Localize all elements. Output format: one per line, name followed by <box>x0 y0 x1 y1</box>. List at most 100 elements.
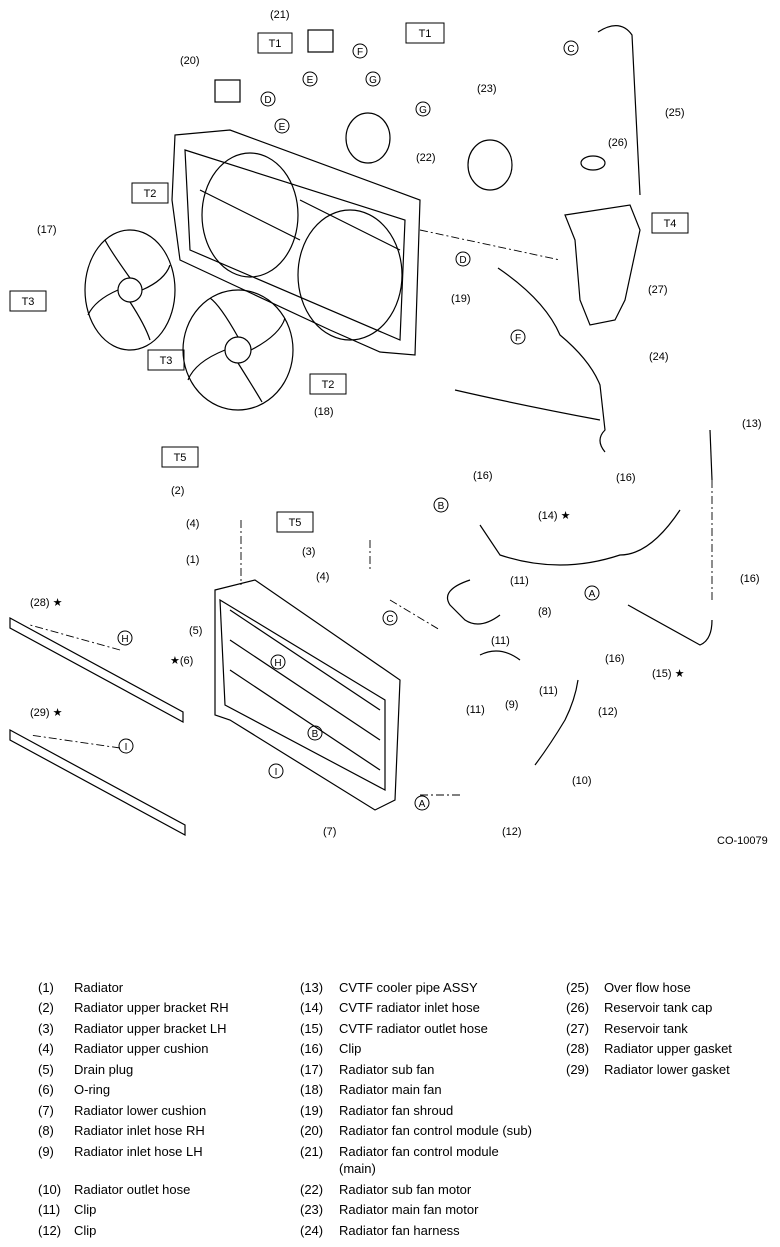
connector-letter: B <box>307 725 323 741</box>
fan-control-module-sub <box>214 79 241 103</box>
cvtf-cooler-pipe <box>709 429 713 481</box>
svg-text:F: F <box>515 333 521 344</box>
reservoir-tank <box>564 204 641 326</box>
inlet-hose-rh <box>446 579 501 625</box>
connector-letter: D <box>260 91 276 107</box>
callout: (23) <box>477 83 497 95</box>
lower-gasket <box>9 728 186 837</box>
overflow-hose <box>597 25 641 196</box>
svg-text:E: E <box>307 75 314 86</box>
torque-label: T2 <box>309 373 347 395</box>
svg-text:B: B <box>312 729 319 740</box>
parts-legend: (1)Radiator (2)Radiator upper bracket RH… <box>38 980 732 1238</box>
callout: (3) <box>302 546 315 558</box>
callout: (15) ★ <box>652 668 685 680</box>
callout: (24) <box>649 351 669 363</box>
svg-text:C: C <box>567 44 574 55</box>
connector-letter: E <box>274 118 290 134</box>
svg-text:B: B <box>438 501 445 512</box>
radiator-core <box>214 579 401 811</box>
outlet-hose <box>534 679 579 766</box>
callout: (16) <box>740 573 760 585</box>
callout: (12) <box>598 706 618 718</box>
svg-text:D: D <box>264 95 271 106</box>
upper-gasket <box>9 616 184 724</box>
svg-text:D: D <box>459 255 466 266</box>
connector-letter: G <box>415 101 431 117</box>
callout: (20) <box>180 55 200 67</box>
callout: (2) <box>171 485 184 497</box>
callout: (21) <box>270 9 290 21</box>
exploded-parts-diagram: T1 T1 T2 T2 T3 T3 T4 T5 T5 A A B B C C D… <box>9 9 762 838</box>
callout: (4) <box>316 571 329 583</box>
connector-letter: A <box>414 795 430 811</box>
svg-text:H: H <box>121 634 128 645</box>
fan-harness <box>454 267 606 453</box>
callout: (8) <box>538 606 551 618</box>
svg-text:T2: T2 <box>144 188 157 200</box>
callout: (4) <box>186 518 199 530</box>
inlet-hose-lh <box>479 650 521 661</box>
connector-letter: C <box>382 610 398 626</box>
callout: (27) <box>648 284 668 296</box>
torque-label: T5 <box>161 446 199 468</box>
sub-fan-motor <box>345 112 391 164</box>
callout: (25) <box>665 107 685 119</box>
svg-text:T4: T4 <box>664 218 677 230</box>
main-fan-motor <box>467 139 513 191</box>
torque-label: T4 <box>651 212 689 234</box>
svg-text:I: I <box>275 767 278 778</box>
cvtf-inlet-hose <box>479 509 681 566</box>
callout: (14) ★ <box>538 510 571 522</box>
svg-text:A: A <box>419 799 426 810</box>
svg-text:H: H <box>274 658 281 669</box>
connector-letter: I <box>268 763 284 779</box>
torque-label: T5 <box>276 511 314 533</box>
callout: (11) <box>466 704 485 716</box>
callout: (17) <box>37 224 57 236</box>
connector-letter: B <box>433 497 449 513</box>
torque-label: T1 <box>257 32 293 54</box>
callout: (12) <box>502 826 522 838</box>
callout: ★(6) <box>170 655 193 667</box>
callout: (16) <box>473 470 493 482</box>
fan-control-module-main <box>307 29 334 53</box>
callout: (29) ★ <box>30 707 63 719</box>
connector-letter: F <box>352 43 368 59</box>
svg-text:F: F <box>357 47 363 58</box>
connector-letter: D <box>455 251 471 267</box>
callout: (22) <box>416 152 436 164</box>
callout: (1) <box>186 554 199 566</box>
callout: (18) <box>314 406 334 418</box>
svg-text:T2: T2 <box>322 379 335 391</box>
svg-text:T1: T1 <box>419 28 432 40</box>
callout: (28) ★ <box>30 597 63 609</box>
callout: (9) <box>505 699 518 711</box>
svg-text:G: G <box>419 105 427 116</box>
diagram-code: CO-10079 <box>717 835 768 847</box>
connector-letter: G <box>365 71 381 87</box>
connector-letter: E <box>302 71 318 87</box>
svg-text:T3: T3 <box>22 296 35 308</box>
connector-letter: A <box>584 585 600 601</box>
svg-text:C: C <box>386 614 393 625</box>
svg-text:T3: T3 <box>160 355 173 367</box>
svg-text:T1: T1 <box>269 38 282 50</box>
callout: (7) <box>323 826 336 838</box>
callout: (11) <box>539 685 558 697</box>
svg-text:T5: T5 <box>289 517 302 529</box>
connector-letter: H <box>270 654 286 670</box>
connector-letter: F <box>510 329 526 345</box>
callout: (11) <box>491 635 510 647</box>
callout: (11) <box>510 575 529 587</box>
callout: (10) <box>572 775 592 787</box>
callout: (5) <box>189 625 202 637</box>
svg-text:A: A <box>589 589 596 600</box>
connector-letter: H <box>117 630 133 646</box>
callout: (16) <box>616 472 636 484</box>
callout: (13) <box>742 418 762 430</box>
fan-shroud <box>171 129 421 356</box>
sub-fan <box>84 229 176 351</box>
main-fan <box>182 289 294 411</box>
connector-letter: I <box>118 738 134 754</box>
